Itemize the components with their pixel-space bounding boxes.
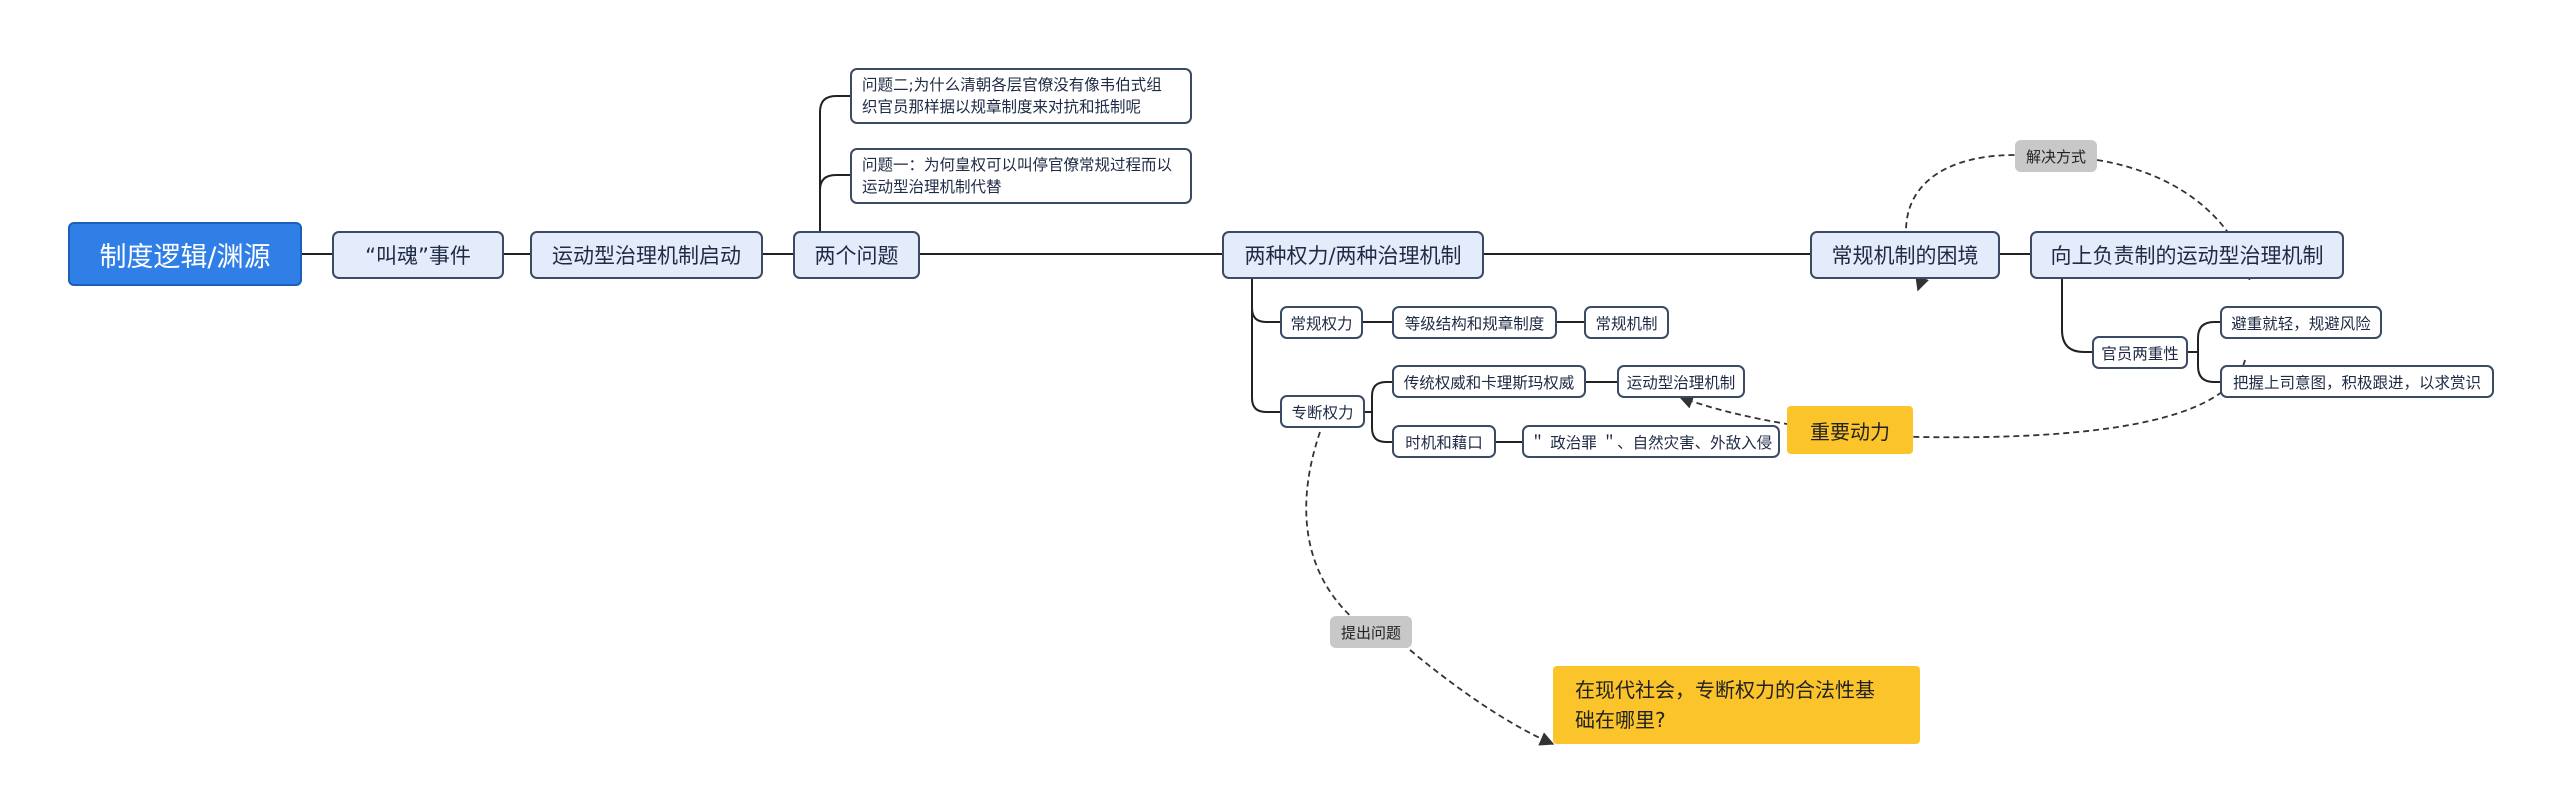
upward-accountability-label: 向上负责制的运动型治理机制 [2050, 244, 2324, 268]
traditional-authority-label: 传统权威和卡理斯玛权威 [1403, 373, 1575, 392]
link-official-duality [2061, 276, 2092, 353]
link-question-two [819, 95, 850, 232]
link-arbitrary-timing [1371, 412, 1392, 443]
routine-power-node[interactable]: 常规权力 [1280, 306, 1363, 339]
launch-node[interactable]: 运动型治理机制启动 [530, 231, 763, 279]
campaign-mechanism-node[interactable]: 运动型治理机制 [1617, 365, 1745, 398]
two-powers-label: 两种权力/两种治理机制 [1244, 244, 1462, 268]
dilemma-label: 常规机制的困境 [1831, 244, 1979, 268]
traditional-authority-node[interactable]: 传统权威和卡理斯玛权威 [1392, 365, 1586, 398]
question-two-line-1: 问题二;为什么清朝各层官僚没有像韦伯式组 [862, 76, 1162, 94]
relation-important-drive [1678, 359, 2246, 439]
important-drive-label: 重要动力 [1810, 419, 1890, 444]
two-questions-node[interactable]: 两个问题 [793, 231, 920, 279]
question-one-node[interactable]: 问题一：为何皇权可以叫停官僚常规过程而以 运动型治理机制代替 [850, 148, 1192, 204]
question-one-line-1: 问题一：为何皇权可以叫停官僚常规过程而以 [862, 156, 1173, 174]
root-node[interactable]: 制度逻辑/渊源 [68, 222, 302, 286]
two-questions-label: 两个问题 [814, 244, 899, 268]
modern-question-line-2: 础在哪里? [1575, 708, 1666, 732]
relation-raise-question-top [1305, 431, 1371, 633]
hierarchy-node[interactable]: 等级结构和规章制度 [1392, 306, 1557, 339]
hierarchy-label: 等级结构和规章制度 [1404, 314, 1545, 333]
arbitrary-power-label: 专断权力 [1291, 403, 1354, 422]
root-label: 制度逻辑/渊源 [99, 241, 271, 273]
routine-mechanism-node[interactable]: 常规机制 [1584, 306, 1669, 339]
dilemma-node[interactable]: 常规机制的困境 [1810, 231, 2000, 279]
relation-solution-right [2096, 159, 2251, 283]
raise-question-tag-label: 提出问题 [1340, 623, 1401, 642]
avoid-risk-label: 避重就轻，规避风险 [2231, 314, 2371, 333]
link-follow-superior [2197, 352, 2220, 383]
routine-mechanism-label: 常规机制 [1595, 314, 1658, 333]
pretexts-label: ＂ 政治罪 ＂、自然灾害、外敌入侵 [1529, 433, 1773, 452]
follow-superior-node[interactable]: 把握上司意图，积极跟进，以求赏识 [2220, 365, 2494, 398]
relation-raise-question-bottom [1409, 649, 1555, 746]
modern-question-node[interactable]: 在现代社会，专断权力的合法性基 础在哪里? [1553, 666, 1920, 744]
question-two-line-2: 织官员那样据以规章制度来对抗和抵制呢 [862, 98, 1142, 116]
routine-power-label: 常规权力 [1290, 314, 1353, 333]
modern-question-line-1: 在现代社会，专断权力的合法性基 [1575, 678, 1875, 702]
arbitrary-power-node[interactable]: 专断权力 [1280, 395, 1365, 428]
pretexts-node[interactable]: ＂ 政治罪 ＂、自然灾害、外敌入侵 [1522, 425, 1780, 458]
link-question-one [819, 174, 850, 232]
two-powers-node[interactable]: 两种权力/两种治理机制 [1222, 231, 1484, 279]
upward-accountability-node[interactable]: 向上负责制的运动型治理机制 [2030, 231, 2344, 279]
link-arbitrary-traditional [1365, 381, 1392, 413]
important-drive-node[interactable]: 重要动力 [1787, 406, 1913, 454]
timing-pretext-node[interactable]: 时机和藉口 [1392, 425, 1496, 458]
question-two-node[interactable]: 问题二;为什么清朝各层官僚没有像韦伯式组 织官员那样据以规章制度来对抗和抵制呢 [850, 68, 1192, 124]
launch-label: 运动型治理机制启动 [552, 244, 741, 268]
link-arbitrary-power [1251, 276, 1280, 413]
question-one-line-2: 运动型治理机制代替 [862, 178, 1002, 196]
campaign-mechanism-label: 运动型治理机制 [1626, 373, 1736, 392]
timing-pretext-label: 时机和藉口 [1405, 433, 1483, 452]
official-duality-label: 官员两重性 [2101, 344, 2179, 363]
raise-question-tag[interactable]: 提出问题 [1330, 616, 1412, 648]
follow-superior-label: 把握上司意图，积极跟进，以求赏识 [2232, 373, 2481, 392]
avoid-risk-node[interactable]: 避重就轻，规避风险 [2220, 306, 2382, 339]
solution-tag[interactable]: 解决方式 [2015, 140, 2097, 172]
official-duality-node[interactable]: 官员两重性 [2092, 336, 2188, 369]
event-node[interactable]: “叫魂”事件 [332, 231, 504, 279]
relation-solution-arrow [1915, 275, 1929, 292]
link-routine-power [1251, 276, 1280, 323]
link-avoid-risk [2188, 321, 2220, 353]
solution-tag-label: 解决方式 [2025, 147, 2086, 166]
event-label: “叫魂”事件 [365, 244, 471, 268]
